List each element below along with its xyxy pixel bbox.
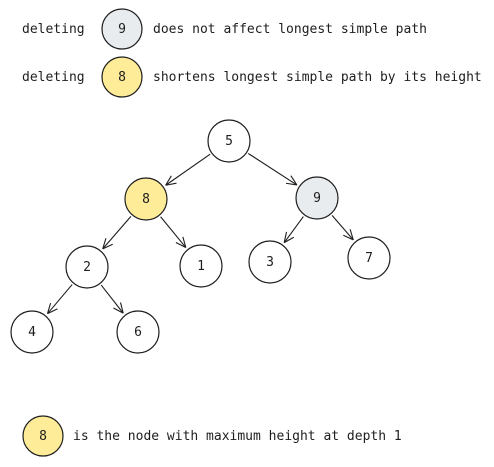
tree-edge-arrowhead bbox=[113, 307, 124, 314]
legend-row-delete-9: deleting 9 does not affect longest simpl… bbox=[22, 8, 427, 50]
legend-node-9 bbox=[101, 8, 143, 50]
tree-edge-arrowhead bbox=[165, 182, 177, 186]
tree-node-7-label: 7 bbox=[365, 251, 373, 266]
legend-node-8 bbox=[101, 56, 143, 98]
tree-node-1: 1 bbox=[179, 244, 223, 288]
tree-edge-arrowhead bbox=[46, 302, 52, 314]
tree-node-3: 3 bbox=[248, 240, 292, 284]
legend-row2-prefix: deleting bbox=[22, 70, 85, 85]
tree-edge-arrowhead bbox=[285, 182, 297, 186]
tree-node-9: 9 bbox=[295, 176, 339, 220]
legend-row3-suffix: is the node with maximum height at depth… bbox=[73, 429, 402, 444]
tree-edge-arrowhead bbox=[102, 238, 107, 250]
tree-edge-arrowhead bbox=[182, 236, 187, 248]
tree-edge-arrowhead bbox=[119, 302, 124, 314]
legend-node-8-bottom-label: 8 bbox=[39, 429, 47, 444]
tree-edge-arrowhead bbox=[349, 229, 354, 241]
legend-node-8-bottom bbox=[22, 415, 64, 457]
legend-row-max-height: 8 is the node with maximum height at dep… bbox=[22, 415, 402, 457]
tree-node-4-label: 4 bbox=[28, 325, 36, 340]
tree-edge-9-7 bbox=[331, 215, 354, 241]
tree-edge-arrowhead bbox=[343, 234, 354, 241]
tree-edge-8-1 bbox=[160, 216, 187, 248]
tree-edge-8-2 bbox=[102, 216, 132, 250]
legend-row1-prefix: deleting bbox=[22, 22, 85, 37]
tree-node-5-label: 5 bbox=[225, 134, 233, 149]
tree-edge-arrowhead bbox=[165, 175, 172, 186]
tree-nodes: 5 8 9 2 1 3 7 4 bbox=[10, 119, 391, 354]
legend-row1-suffix: does not affect longest simple path bbox=[153, 22, 427, 37]
tree-edge-5-9 bbox=[248, 153, 298, 186]
tree-node-1-label: 1 bbox=[197, 259, 205, 274]
tree-node-7: 7 bbox=[347, 236, 391, 280]
tree-node-8: 8 bbox=[124, 177, 168, 221]
tree-edge-arrowhead bbox=[290, 175, 298, 186]
tree-edge-9-3 bbox=[283, 216, 304, 243]
legend-row-delete-8: deleting 8 shortens longest simple path … bbox=[22, 56, 482, 98]
legend-row2-suffix: shortens longest simple path by its heig… bbox=[153, 70, 482, 85]
tree-edge-arrowhead bbox=[283, 236, 295, 244]
tree-node-6: 6 bbox=[116, 310, 160, 354]
tree-node-6-label: 6 bbox=[134, 325, 142, 340]
tree-edges bbox=[46, 153, 354, 315]
tree-edge-arrowhead bbox=[102, 243, 113, 250]
legend-node-8-label: 8 bbox=[118, 70, 126, 85]
legend-node-9-label: 9 bbox=[118, 22, 126, 37]
tree-edge-5-8 bbox=[165, 153, 211, 186]
tree-edge-arrowhead bbox=[47, 308, 58, 315]
tree-node-2-label: 2 bbox=[83, 260, 91, 275]
tree-node-9-label: 9 bbox=[313, 191, 321, 206]
tree-edge-2-4 bbox=[47, 284, 73, 315]
tree-edge-arrowhead bbox=[283, 231, 288, 243]
tree-edge-2-6 bbox=[100, 284, 124, 314]
tree-node-4: 4 bbox=[10, 310, 54, 354]
tree-node-2: 2 bbox=[65, 245, 109, 289]
tree-edge-arrowhead bbox=[175, 242, 187, 248]
tree-node-8-label: 8 bbox=[142, 192, 150, 207]
tree-node-5: 5 bbox=[207, 119, 251, 163]
tree-node-3-label: 3 bbox=[266, 255, 274, 270]
